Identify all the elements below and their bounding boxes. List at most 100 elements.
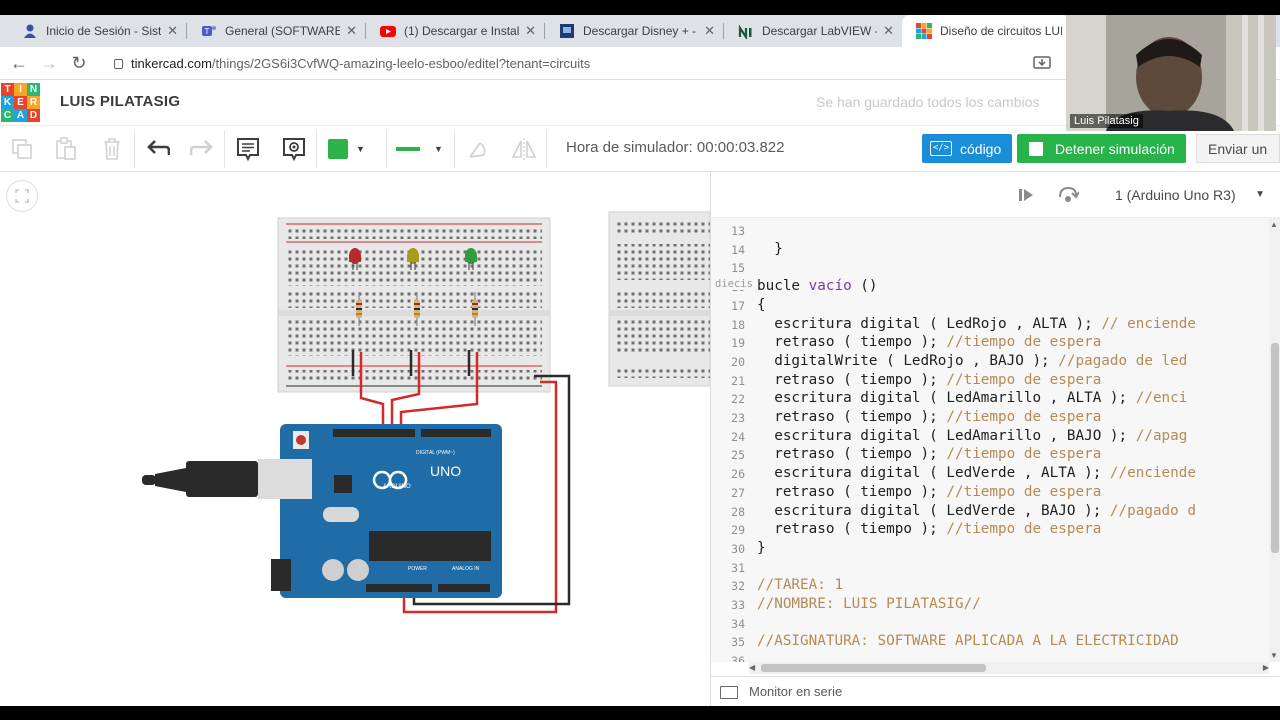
code-line[interactable]: //TAREA: 1 [757, 577, 844, 594]
teams-icon: T [202, 26, 216, 36]
line-number: 32 [731, 579, 745, 594]
scroll-right-icon[interactable]: ▶ [1262, 663, 1269, 672]
step-play-icon[interactable] [1017, 186, 1035, 204]
browser-tab[interactable]: Descargar Disney + - ul ✕ [545, 15, 723, 47]
code-line[interactable]: retraso ( tiempo ); //tiempo de espera [757, 446, 1102, 463]
undo-icon[interactable] [144, 134, 172, 164]
chevron-down-icon: ▼ [1255, 189, 1265, 200]
code-line[interactable]: retraso ( tiempo ); //tiempo de espera [757, 371, 1102, 388]
code-line[interactable]: } [757, 539, 766, 556]
led-yellow[interactable] [407, 248, 419, 270]
code-line[interactable]: retraso ( tiempo ); //tiempo de espera [757, 334, 1102, 351]
install-app-icon[interactable] [1033, 55, 1051, 71]
fit-view-button[interactable] [6, 180, 38, 212]
code-line[interactable]: { [757, 296, 766, 313]
flip-icon[interactable] [510, 134, 538, 164]
back-arrow-icon[interactable]: ← [10, 53, 28, 73]
chevron-down-icon: ▼ [356, 144, 365, 154]
code-panel-toolbar: 1 (Arduino Uno R3) ▼ [711, 172, 1280, 218]
line-number: 33 [731, 598, 745, 612]
forward-arrow-icon[interactable]: → [40, 53, 58, 73]
code-line[interactable]: //ASIGNATURA: SOFTWARE APLICADA A LA ELE… [757, 633, 1179, 650]
board-select[interactable]: 1 (Arduino Uno R3) ▼ [1101, 182, 1271, 208]
youtube-icon [380, 26, 396, 37]
code-line[interactable]: escritura digital ( LedAmarillo , BAJO )… [757, 427, 1188, 444]
stop-simulation-button[interactable]: Detener simulación [1017, 134, 1186, 163]
copy-icon[interactable] [8, 134, 36, 164]
tab-title: Descargar LabVIEW - N [762, 24, 877, 38]
trash-icon[interactable] [98, 134, 126, 164]
serial-monitor-toggle[interactable]: Monitor en serie [711, 676, 1280, 706]
line-number: 31 [731, 560, 745, 575]
vertical-scrollbar[interactable]: ▲ ▼ [1269, 218, 1280, 662]
resistor[interactable] [356, 292, 362, 326]
code-line[interactable]: } [757, 240, 783, 257]
resistor[interactable] [414, 292, 420, 326]
tab-title: Inicio de Sesión - Sistem [46, 24, 162, 38]
note-icon[interactable] [234, 134, 262, 164]
svg-text:ARDUINO: ARDUINO [383, 484, 411, 490]
scroll-left-icon[interactable]: ◀ [749, 663, 756, 672]
line-number: 22 [731, 392, 745, 407]
browser-tab[interactable]: T General (SOFTWARE AP ✕ [187, 15, 365, 47]
ni-icon [738, 24, 752, 39]
code-line[interactable]: bucle vacío () [757, 278, 878, 295]
code-line[interactable]: escritura digital ( LedVerde , ALTA ); /… [757, 465, 1196, 482]
close-icon[interactable]: ✕ [883, 23, 894, 38]
wire[interactable] [359, 352, 571, 614]
circuit-workspace[interactable]: UNO ARDUINO DIGITAL (PWM~) POWER ANALOG … [0, 172, 710, 706]
scroll-thumb[interactable] [1271, 343, 1279, 553]
notes-visibility-icon[interactable] [280, 134, 308, 164]
fit-view-icon [15, 189, 29, 203]
close-icon[interactable]: ✕ [346, 23, 357, 38]
wire-type-picker[interactable]: ▼ [396, 134, 448, 164]
horizontal-scrollbar[interactable]: ◀ ▶ [749, 662, 1269, 674]
project-title[interactable]: LUIS PILATASIG [60, 93, 181, 110]
code-line[interactable]: digitalWrite ( LedRojo , BAJO ); //pagad… [757, 352, 1188, 369]
close-icon[interactable]: ✕ [525, 23, 536, 38]
paste-icon[interactable] [52, 134, 80, 164]
browser-tab[interactable]: Descargar LabVIEW - N ✕ [724, 15, 902, 47]
arduino-uno-board[interactable]: UNO ARDUINO DIGITAL (PWM~) POWER ANALOG … [258, 424, 502, 598]
redo-icon[interactable] [188, 134, 216, 164]
led-green[interactable] [465, 248, 477, 270]
line-number: 19 [731, 336, 745, 351]
resistor[interactable] [472, 292, 478, 326]
stop-icon [1029, 141, 1043, 156]
hover-tooltip: diecis [713, 278, 755, 290]
code-line[interactable]: retraso ( tiempo ); //tiempo de espera [757, 483, 1102, 500]
code-line[interactable]: escritura digital ( LedVerde , BAJO ); /… [757, 502, 1196, 519]
browser-tab[interactable]: Inicio de Sesión - Sistem ✕ [8, 15, 186, 47]
rotate-icon[interactable] [464, 134, 492, 164]
chevron-down-icon: ▼ [434, 144, 443, 154]
scroll-down-icon[interactable]: ▼ [1270, 651, 1278, 660]
led-red[interactable] [349, 248, 361, 270]
svg-text:T: T [205, 27, 210, 36]
code-line[interactable]: retraso ( tiempo ); //tiempo de espera [757, 521, 1102, 538]
url-field[interactable]: tinkercad.com/things/2GS6i3CvfWQ-amazing… [100, 51, 1060, 76]
tinkercad-logo[interactable]: T I N K E R C A D [1, 83, 41, 123]
code-line[interactable]: escritura digital ( LedRojo , ALTA ); //… [757, 315, 1196, 332]
browser-tab-active[interactable]: Diseño de circuitos LUI [902, 15, 1070, 47]
line-swatch [396, 147, 420, 151]
breadboard-secondary[interactable] [608, 211, 710, 387]
line-number: 28 [731, 504, 745, 519]
browser-tab[interactable]: (1) Descargar e Instalar ✕ [366, 15, 544, 47]
scroll-up-icon[interactable]: ▲ [1270, 220, 1278, 229]
close-icon[interactable]: ✕ [704, 23, 715, 38]
step-over-icon[interactable] [1057, 185, 1079, 205]
reload-icon[interactable]: ↻ [71, 53, 87, 73]
fill-color-picker[interactable]: ▼ [328, 134, 380, 164]
scroll-thumb[interactable] [761, 664, 986, 672]
line-number: 29 [731, 523, 745, 538]
code-icon: </> [930, 141, 952, 156]
code-line[interactable]: escritura digital ( LedAmarillo , ALTA )… [757, 390, 1188, 407]
code-line[interactable]: retraso ( tiempo ); //tiempo de espera [757, 409, 1102, 425]
send-button[interactable]: Enviar un [1196, 134, 1280, 163]
code-line[interactable]: //NOMBRE: LUIS PILATASIG// [757, 596, 981, 612]
close-icon[interactable]: ✕ [167, 23, 178, 38]
svg-text:UNO: UNO [430, 463, 461, 479]
code-button[interactable]: </> código [922, 134, 1012, 163]
